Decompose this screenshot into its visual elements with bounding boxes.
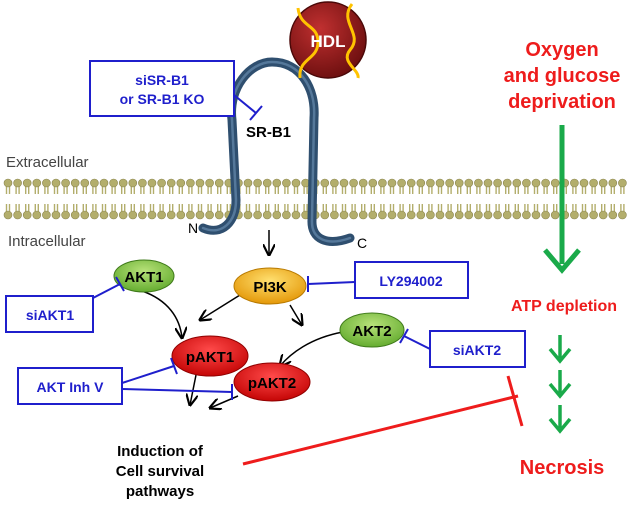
- green-arrow-atp-to-necrosis-1: [548, 335, 572, 364]
- siakt2-inhibitor-box: [429, 330, 526, 368]
- ogd-line1: Oxygen: [525, 39, 598, 61]
- arrow-pi3k-to-pakt1: [200, 294, 241, 320]
- arrow-pakt2-to-survival: [210, 395, 239, 408]
- ogd-line2: and glucose: [504, 65, 621, 87]
- survival-line3: pathways: [126, 483, 194, 500]
- necrosis-label: Necrosis: [520, 457, 605, 479]
- c-terminus-label: C: [357, 235, 367, 251]
- extracellular-label: Extracellular: [6, 154, 89, 171]
- pi3k-node: [233, 267, 307, 305]
- pakt2-label: pAKT2: [248, 375, 296, 392]
- hdl-label: HDL: [311, 32, 346, 51]
- arrow-akt2-to-pakt2: [280, 331, 344, 366]
- ly294002-label: LY294002: [379, 273, 443, 289]
- atp-depletion-label: ATP depletion: [511, 298, 617, 315]
- arrow-akt1-to-pakt1: [141, 290, 182, 338]
- pakt1-label: pAKT1: [186, 349, 234, 366]
- survival-line1: Induction of: [117, 443, 204, 460]
- akt-inh-v-inhibitor-box: [17, 367, 123, 405]
- survival-inhibits-necrosis: [242, 375, 524, 466]
- pakt2-node: [233, 362, 311, 402]
- intracellular-label: Intracellular: [8, 233, 86, 250]
- ly294002-inhibitor-box: [354, 261, 469, 299]
- sr-b1-label: SR-B1: [246, 124, 291, 141]
- akt2-label: AKT2: [352, 323, 391, 340]
- akt1-node: [113, 259, 175, 293]
- siakt1-inhibitor-box: [5, 295, 94, 333]
- cell-membrane: [3, 178, 627, 220]
- sisrb1-label-line1: siSR-B1: [135, 72, 189, 88]
- sisrb1-inhibition-line: [233, 94, 257, 114]
- arrow-pi3k-to-pakt2: [289, 304, 302, 325]
- hdl-particle: HDL: [289, 1, 367, 79]
- sisrb1-inhibitor-box: [89, 60, 235, 117]
- n-terminus-label: N: [188, 220, 198, 236]
- green-arrow-atp-to-necrosis-3: [548, 405, 572, 434]
- survival-line2: Cell survival: [116, 463, 204, 480]
- ogd-line3: deprivation: [508, 91, 616, 113]
- green-arrow-atp-to-necrosis-2: [548, 370, 572, 399]
- akt1-label: AKT1: [124, 269, 163, 286]
- siakt1-label: siAKT1: [26, 307, 74, 323]
- green-arrow-ogd-to-atp: [543, 125, 581, 274]
- siakt2-label: siAKT2: [453, 342, 501, 358]
- sisrb1-label-line2: or SR-B1 KO: [120, 91, 205, 107]
- akt2-node: [339, 312, 405, 348]
- pi3k-label: PI3K: [253, 279, 287, 296]
- akt-inh-v-label: AKT Inh V: [37, 379, 105, 395]
- pakt1-node: [171, 335, 249, 377]
